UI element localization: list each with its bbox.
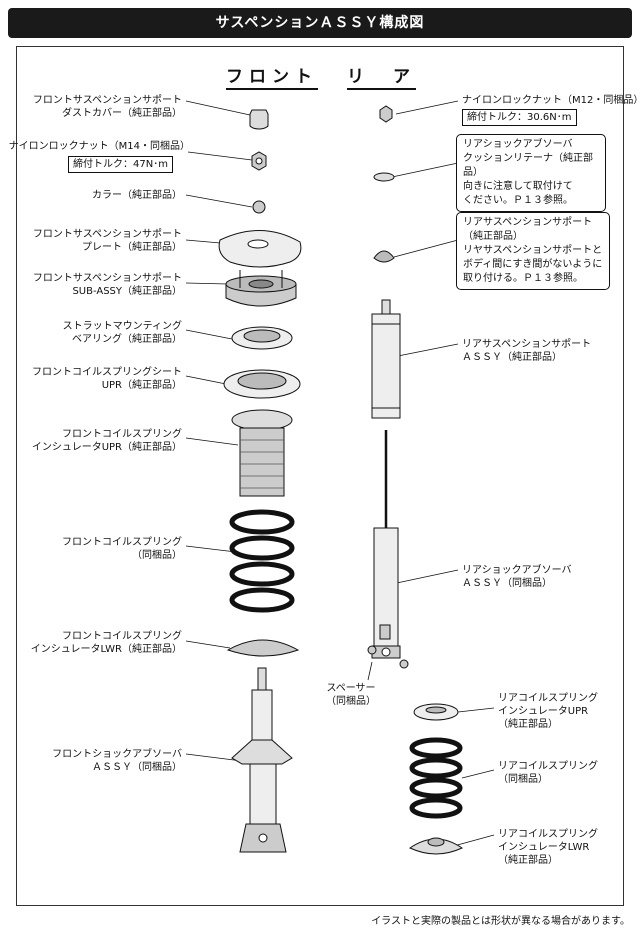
rear-support-assy-part bbox=[371, 299, 401, 419]
rear-support-part bbox=[373, 250, 395, 263]
leader-lines bbox=[185, 100, 495, 848]
rear-insulator-lwr-label: リアコイルスプリングインシュレータLWR（純正部品） bbox=[498, 829, 598, 866]
rear-torque-box: 締付トルク：30.6N･m bbox=[462, 109, 577, 126]
rear-assembly bbox=[367, 105, 464, 855]
page-title: サスペンションＡＳＳＹ構成図 bbox=[8, 8, 632, 38]
rear-nut-part bbox=[379, 105, 393, 123]
plate-label: フロントサスペンションサポートプレート（純正部品） bbox=[32, 229, 182, 253]
rear-retainer-part bbox=[373, 172, 395, 182]
front-nut-label: ナイロンロックナット（M14・同梱品） bbox=[8, 141, 190, 152]
insulator-lwr-part bbox=[226, 639, 300, 657]
front-insulator-lwr-label: フロントコイルスプリングインシュレータLWR（純正部品） bbox=[30, 631, 182, 655]
spacer-part bbox=[367, 645, 409, 669]
diagram-frame bbox=[16, 46, 624, 906]
collar-label: カラー（純正部品） bbox=[92, 190, 182, 201]
disclaimer-footer: イラストと実際の製品とは形状が異なる場合があります。 bbox=[371, 916, 630, 927]
rear-retainer-note: リアショックアブソーバクッションリテーナ（純正部品） 向きに注意して取付けてくだ… bbox=[456, 134, 606, 212]
front-assembly bbox=[218, 109, 302, 853]
front-insulator-upr-label: フロントコイルスプリングインシュレータUPR（純正部品） bbox=[31, 429, 182, 453]
rear-support-note: リアサスペンションサポート（純正部品） リヤサスペンションサポートとボディ間にす… bbox=[456, 212, 610, 290]
rear-header: リ ア bbox=[347, 62, 416, 90]
front-header: フロント bbox=[226, 62, 318, 90]
rear-shock-part bbox=[371, 430, 401, 659]
rear-spring-part bbox=[409, 737, 463, 819]
front-spring-part bbox=[229, 509, 295, 613]
collar-part bbox=[252, 200, 266, 214]
rear-insulator-upr-label: リアコイルスプリングインシュレータUPR（純正部品） bbox=[498, 693, 598, 730]
front-shock-part bbox=[231, 667, 293, 853]
front-dust-cover-label: フロントサスペンションサポートダストカバー（純正部品） bbox=[32, 95, 182, 119]
spacer-label: スペーサー（同梱品） bbox=[326, 683, 376, 707]
rear-spring-label: リアコイルスプリング（同梱品） bbox=[498, 761, 598, 785]
dust-cover-part bbox=[249, 109, 269, 130]
plate-part bbox=[218, 230, 302, 268]
front-spring-label: フロントコイルスプリング（同梱品） bbox=[62, 537, 182, 561]
front-torque-box: 締付トルク：47N･m bbox=[68, 156, 173, 173]
bearing-label: ストラットマウンティングベアリング（純正部品） bbox=[62, 321, 182, 345]
insulator-upr-part bbox=[231, 409, 293, 431]
rear-nut-label: ナイロンロックナット（M12・同梱品） bbox=[462, 95, 640, 106]
